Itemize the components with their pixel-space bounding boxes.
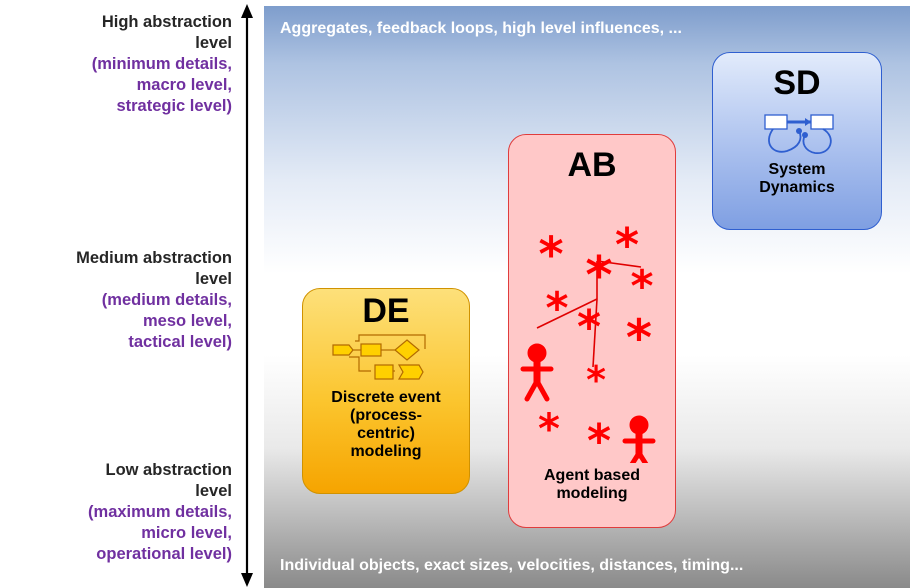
level-detail: meso level,	[143, 312, 232, 330]
top-banner-text: Aggregates, feedback loops, high level i…	[280, 20, 682, 37]
svg-text:*: *	[615, 218, 639, 272]
level-detail: (minimum details,	[91, 55, 232, 73]
de-description-line: centric)	[357, 425, 415, 442]
discrete-event-box: DE Discrete event (process- centric) mod…	[302, 288, 470, 494]
agent-based-box: AB * * * * * * * * * *	[508, 134, 676, 528]
level-detail: strategic level)	[116, 97, 232, 115]
level-title: level	[195, 270, 232, 288]
level-detail: macro level,	[136, 76, 232, 94]
bottom-banner-text: Individual objects, exact sizes, velocit…	[280, 557, 744, 574]
low-abstraction-label: Low abstraction level (maximum details, …	[0, 460, 232, 565]
de-abbreviation: DE	[362, 292, 410, 330]
level-detail: tactical level)	[128, 333, 232, 351]
ab-description-line: modeling	[556, 485, 628, 502]
ab-abbreviation: AB	[567, 146, 617, 184]
svg-text:*: *	[626, 309, 652, 367]
sd-abbreviation: SD	[773, 64, 821, 102]
svg-text:*: *	[538, 404, 560, 453]
sd-description-line: Dynamics	[759, 179, 835, 196]
svg-text:*: *	[630, 261, 653, 312]
system-dynamics-box: SD System Dynamics	[712, 52, 882, 230]
level-title: High abstraction	[101, 13, 232, 31]
level-detail: (medium details,	[101, 291, 232, 309]
ab-description-line: Agent based	[543, 467, 640, 484]
level-detail: operational level)	[96, 545, 232, 563]
de-description-line: modeling	[350, 443, 422, 460]
axis-arrow-down-icon	[241, 573, 253, 587]
level-title: level	[195, 482, 232, 500]
level-detail: (maximum details,	[88, 503, 232, 521]
axis-arrow-up-icon	[241, 4, 253, 18]
stock-flow-icon	[764, 114, 834, 154]
high-abstraction-label: High abstraction level (minimum details,…	[0, 12, 232, 117]
svg-text:*: *	[577, 300, 601, 354]
svg-text:*: *	[587, 414, 611, 463]
medium-abstraction-label: Medium abstraction level (medium details…	[0, 248, 232, 353]
sd-description-line: System	[768, 161, 826, 178]
svg-text:*: *	[586, 358, 606, 402]
level-title: level	[195, 34, 232, 52]
level-title: Medium abstraction	[76, 249, 232, 267]
svg-text:*: *	[538, 227, 563, 283]
agents-network-icon: * * * * * * * * * *	[520, 218, 656, 463]
process-flowchart-icon	[332, 334, 426, 380]
de-description-line: (process-	[349, 407, 423, 424]
level-detail: micro level,	[141, 524, 232, 542]
svg-text:*: *	[585, 246, 612, 306]
de-description-line: Discrete event	[331, 389, 441, 406]
level-title: Low abstraction	[105, 461, 232, 479]
svg-text:*: *	[545, 283, 568, 334]
